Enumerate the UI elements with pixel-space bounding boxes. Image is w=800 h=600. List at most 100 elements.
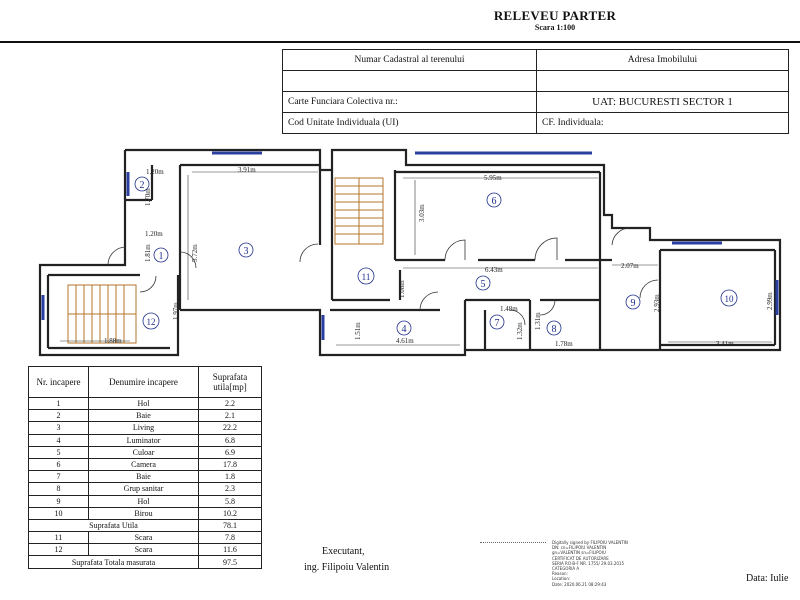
signature-line-text: Date: 2020.06.21 08:29:43 bbox=[552, 581, 607, 587]
room-marker-4: 4 bbox=[396, 320, 412, 336]
dim-label: 3.91m bbox=[238, 166, 256, 174]
unit-code-label: Cod Unitate Individuala (UI) bbox=[282, 112, 537, 134]
carte-funciara-label: Carte Funciara Colectiva nr.: bbox=[282, 91, 537, 113]
signature-line bbox=[480, 542, 546, 543]
dim-label: 1.51m bbox=[354, 322, 362, 340]
dim-label: 6.43m bbox=[485, 266, 503, 274]
dim-label: 2.99m bbox=[766, 292, 774, 310]
header-divider bbox=[0, 41, 800, 43]
room-marker-9: 9 bbox=[625, 294, 641, 310]
signature-line-text: CATEGORIA A bbox=[552, 566, 580, 572]
room-marker-3: 3 bbox=[238, 242, 254, 258]
address-label: Adresa Imobilului bbox=[536, 49, 789, 71]
dim-label: 5.72m bbox=[191, 244, 199, 262]
plan-scale: Scara 1:100 bbox=[534, 23, 576, 32]
walls bbox=[38, 148, 782, 357]
total-value: 97.5 bbox=[198, 555, 262, 569]
dim-label: 2.07m bbox=[621, 262, 639, 270]
dimension-lines bbox=[60, 171, 772, 346]
room-marker-1: 1 bbox=[153, 247, 169, 263]
cf-individual-label: CF. Individuala: bbox=[536, 112, 789, 134]
room-marker-8: 8 bbox=[546, 320, 562, 336]
executant-name: ing. Filipoiu Valentin bbox=[304, 562, 390, 573]
dim-label: 1.88m bbox=[104, 337, 122, 345]
digital-signature-block: Digitally signed by FILIPOIU VALENTIN DN… bbox=[552, 540, 672, 587]
dim-label: 1.08m bbox=[398, 280, 406, 298]
dim-label: 1.32m bbox=[516, 322, 524, 340]
property-info-table: Numar Cadastral al terenului Adresa Imob… bbox=[282, 49, 789, 134]
room-marker-6: 6 bbox=[486, 192, 502, 208]
room-number-4: 4 bbox=[402, 324, 407, 335]
floor-plan: 1 2 3 4 5 6 7 8 9 10 11 12 1.20m 1.70m 1… bbox=[38, 148, 782, 357]
room-number-6: 6 bbox=[492, 196, 497, 207]
dim-label: 5.95m bbox=[484, 174, 502, 182]
dim-label: 2.93m bbox=[653, 294, 661, 312]
document-date: Data: Iulie bbox=[746, 573, 789, 584]
dim-label: 1.20m bbox=[145, 230, 163, 238]
room-marker-2: 2 bbox=[134, 176, 150, 192]
doors bbox=[107, 227, 659, 326]
total-label: Suprafata Totala masurata bbox=[28, 555, 199, 569]
room-marker-7: 7 bbox=[489, 314, 505, 330]
room-number-5: 5 bbox=[481, 279, 486, 290]
cadastral-label: Numar Cadastral al terenului bbox=[282, 49, 537, 71]
dim-label: 3.41m bbox=[716, 340, 734, 348]
room-number-11: 11 bbox=[362, 272, 371, 282]
room-marker-12: 12 bbox=[142, 312, 160, 330]
room-number-1: 1 bbox=[159, 251, 164, 262]
dim-label: 3.03m bbox=[418, 204, 426, 222]
signature-line-text: Location: bbox=[552, 576, 571, 582]
signature-line-text: gn=VALENTIN sn=FILIPOIU bbox=[552, 550, 606, 556]
subtotal-value: 78.1 bbox=[198, 518, 262, 533]
room-marker-11: 11 bbox=[357, 267, 375, 285]
uat-value: UAT: BUCURESTI SECTOR 1 bbox=[536, 91, 789, 113]
dim-label: 4.61m bbox=[396, 337, 414, 345]
staircase-11 bbox=[334, 177, 384, 245]
signature-line-text: CERTIFICAT DE AUTORIZARE bbox=[552, 555, 609, 561]
dim-label: 1.81m bbox=[144, 244, 152, 262]
dim-label: 1.97m bbox=[172, 302, 180, 320]
cadastral-value bbox=[282, 70, 537, 92]
plan-title: RELEVEU PARTER bbox=[493, 8, 617, 23]
room-number-7: 7 bbox=[495, 318, 500, 329]
col-header-name: Denumire incapere bbox=[88, 366, 199, 398]
room-number-12: 12 bbox=[147, 317, 156, 327]
room-number-8: 8 bbox=[552, 324, 557, 335]
windows bbox=[41, 151, 779, 340]
room-marker-10: 10 bbox=[720, 289, 738, 307]
room-number-9: 9 bbox=[631, 298, 636, 309]
col-header-nr: Nr. incapere bbox=[28, 366, 89, 398]
room-marker-5: 5 bbox=[475, 275, 491, 291]
dim-label: 1.48m bbox=[500, 305, 518, 313]
room-areas-table: Nr. incapere Denumire incapere Suprafata… bbox=[28, 366, 262, 569]
signature-line-text: DN: cn=FILIPOIU VALENTIN bbox=[552, 545, 607, 551]
dimension-labels: 1.20m 1.70m 1.20m 1.81m 3.91m 5.72m 5.95… bbox=[104, 166, 774, 348]
col-header-area: Suprafata utila[mp] bbox=[198, 366, 262, 398]
dim-label: 1.31m bbox=[534, 312, 542, 330]
address-value bbox=[536, 70, 789, 92]
subtotal-label: Suprafata Utila bbox=[28, 518, 199, 533]
signature-line-text: SERIA RO-B-F NR. 1755/ 29.03.2015 bbox=[552, 560, 625, 566]
signature-line-text: Digitally signed by FILIPOIU VALENTIN bbox=[552, 540, 628, 545]
executant-title: Executant, bbox=[322, 546, 365, 557]
room-number-3: 3 bbox=[244, 246, 249, 257]
room-number-2: 2 bbox=[140, 180, 145, 191]
signature-line-text: Reason: bbox=[552, 571, 568, 577]
dim-label: 1.20m bbox=[146, 168, 164, 176]
staircase-12 bbox=[67, 284, 137, 344]
room-markers: 1 2 3 4 5 6 7 8 9 10 11 12 bbox=[134, 176, 738, 336]
room-number-10: 10 bbox=[725, 294, 735, 304]
